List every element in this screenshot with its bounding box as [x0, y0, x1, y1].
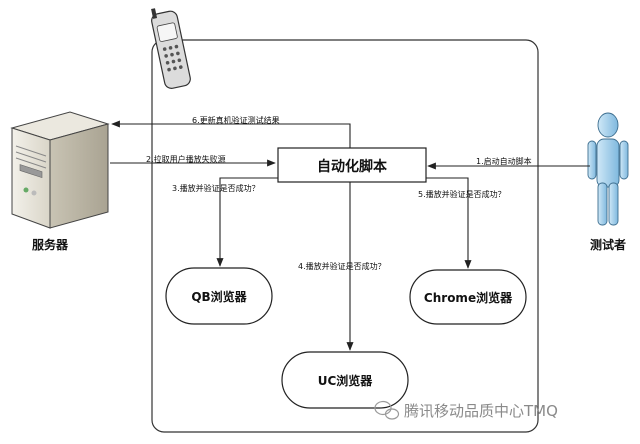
script-node-box [277, 147, 427, 183]
system-boundary-frame [151, 39, 539, 433]
edge-1-label: 1.启动自动脚本 [476, 157, 532, 166]
chrome-browser-node-shape [409, 269, 527, 325]
wechat-icon [374, 400, 400, 420]
qb-browser-label: QB浏览器 [191, 290, 247, 304]
edge-3-arrow [216, 177, 278, 267]
person-icon [587, 112, 629, 226]
server-caption: 服务器 [32, 238, 69, 252]
chrome-browser-label: Chrome浏览器 [423, 291, 513, 305]
edge-3-label: 3.播放并验证是否成功？ [172, 184, 260, 193]
edge-5-label: 5.播放并验证是否成功？ [418, 190, 506, 199]
server-icon [10, 111, 110, 229]
tester-caption: 测试者 [590, 238, 627, 252]
script-node-label: 自动化脚本 [317, 159, 387, 175]
edge-2-label: 2.拉取用户播放失败源 [146, 155, 226, 164]
phone-icon [151, 8, 191, 89]
uc-browser-node-shape [281, 351, 409, 409]
edge-6-arrow [111, 120, 351, 148]
edge-4-label: 4.播放并验证是否成功？ [298, 262, 386, 271]
uc-browser-label: UC浏览器 [317, 374, 373, 388]
edge-6-label: 6.更新真机验证测试结果 [192, 116, 280, 125]
edge-5-arrow [426, 177, 472, 269]
qb-browser-node-shape [165, 267, 273, 325]
watermark-text: 腾讯移动品质中心TMQ [404, 402, 558, 420]
